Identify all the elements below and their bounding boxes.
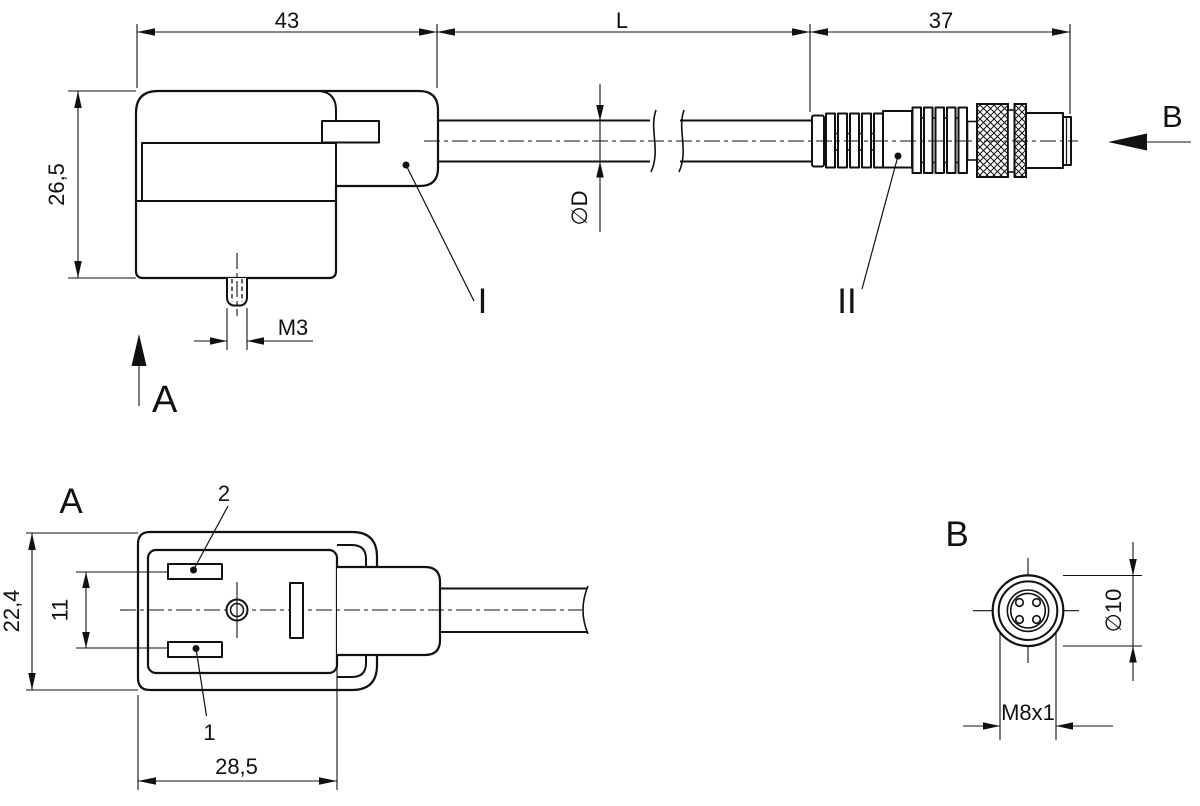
label-section-2: II (837, 282, 856, 321)
dim-label-22-4: 22,4 (0, 590, 24, 633)
pin-1-label: 1 (203, 720, 215, 745)
dimension-m3: M3 (194, 308, 313, 350)
m3-screw-thread-hidden-lines (231, 279, 243, 302)
view-a-keyway-slot (289, 582, 304, 639)
view-a-direction-arrow: A (131, 334, 178, 421)
view-b-pin (1031, 614, 1042, 625)
valve-gasket-lines (136, 142, 336, 202)
view-a-title: A (59, 482, 83, 521)
cable-lines (438, 119, 812, 163)
view-a: A 22,4 11 (0, 481, 589, 790)
pin-2-label: 2 (218, 481, 230, 506)
leader-pin-1: 1 (192, 645, 216, 745)
dim-label-m3: M3 (278, 315, 309, 340)
side-view: 43 L 37 26,5 M3 ∅D (44, 8, 1191, 421)
valve-connector-body (134, 89, 440, 280)
view-b-pin (1014, 597, 1025, 608)
dim-label-43: 43 (275, 8, 299, 33)
view-b-title: B (945, 515, 968, 554)
dim-label-26-5: 26,5 (44, 163, 69, 206)
view-b-direction-arrow: B (1108, 99, 1191, 151)
dimension-view-a-height: 22,4 (0, 532, 138, 691)
view-b-pin (1014, 614, 1025, 625)
view-b-pin (1031, 597, 1042, 608)
leader-section-1: I (402, 161, 488, 321)
dim-label-m8x1: M8x1 (1001, 700, 1055, 725)
dimension-cable-diameter: ∅D (567, 84, 604, 232)
dimension-pin-spacing: 11 (48, 571, 167, 649)
leader-pin-2: 2 (190, 481, 230, 574)
view-b-arrow-label: B (1162, 99, 1183, 134)
dim-label-cable-diameter: ∅D (567, 190, 592, 225)
dim-label-11: 11 (48, 599, 73, 622)
m8-bellows-rib (923, 106, 934, 174)
valve-latch-tab (321, 120, 380, 144)
view-a-cable-gland (337, 565, 442, 657)
view-a-arrow-label: A (152, 379, 178, 421)
m8-bellows-rib (934, 106, 945, 174)
valve-body-corner-line (319, 90, 337, 186)
view-b: B ∅10 M8x1 (945, 515, 1142, 740)
m8-bellows-rib (946, 106, 957, 174)
dim-label-37: 37 (929, 8, 953, 33)
view-a-cable-break (582, 585, 589, 635)
dimension-view-b-thread: M8x1 (963, 633, 1113, 740)
leader-section-2: II (837, 152, 902, 321)
dimension-top-chain: 43 L 37 (136, 8, 1071, 114)
view-b-insert-circle-inner (1009, 592, 1047, 629)
view-b-thread-circle (997, 580, 1059, 642)
label-section-1: I (478, 282, 488, 321)
dimension-view-a-width: 28,5 (137, 660, 338, 790)
view-a-cable-lines (440, 587, 587, 633)
cable-break-curves (650, 109, 685, 173)
view-b-insert-circle-outer (1006, 589, 1050, 633)
view-b-outer-circle (991, 574, 1065, 648)
dimension-body-height: 26,5 (44, 90, 136, 279)
dimension-view-b-diameter: ∅10 (1063, 542, 1142, 681)
dim-label-diameter-10: ∅10 (1101, 589, 1126, 633)
m8-bellows-rib (911, 106, 922, 174)
dim-label-L: L (616, 8, 628, 33)
dim-label-28-5: 28,5 (215, 754, 258, 779)
m8-bellows-rib (957, 106, 968, 174)
